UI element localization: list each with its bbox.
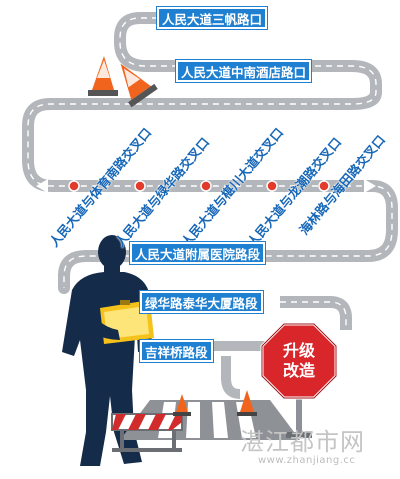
label-dots [68, 180, 330, 192]
stop-sign-text: 升级 改造 [268, 341, 330, 381]
traffic-cone-icon [120, 63, 158, 108]
sign-pole [296, 376, 302, 436]
stop-sign-line-1: 升级 [282, 341, 315, 360]
watermark-url: www.zhanjiang.cc [258, 455, 356, 466]
lower-road [280, 296, 352, 330]
route-sign-1: 人民大道三帆路口 [157, 7, 268, 29]
road-barrier-icon [111, 413, 183, 452]
route-sign-2: 人民大道中南酒店路口 [176, 60, 312, 82]
road-section-sign-2: 绿华路泰华大厦路段 [140, 291, 263, 313]
traffic-cone-icon [237, 390, 257, 416]
road-section-sign-1: 人民大道附属医院路段 [130, 242, 266, 264]
arrow-left-icon [36, 179, 48, 193]
arrow-right-icon [364, 179, 376, 193]
watermark-cn: 湛江都市网 [240, 428, 365, 456]
traffic-cone-icon [88, 56, 118, 96]
road-section-sign-3: 吉祥桥路段 [140, 340, 213, 362]
worker-arm [74, 300, 120, 340]
stop-sign-line-2: 改造 [282, 361, 315, 380]
road-center-line [27, 17, 393, 288]
traffic-cone-icon [173, 394, 191, 416]
lower-road-2 [221, 356, 241, 399]
